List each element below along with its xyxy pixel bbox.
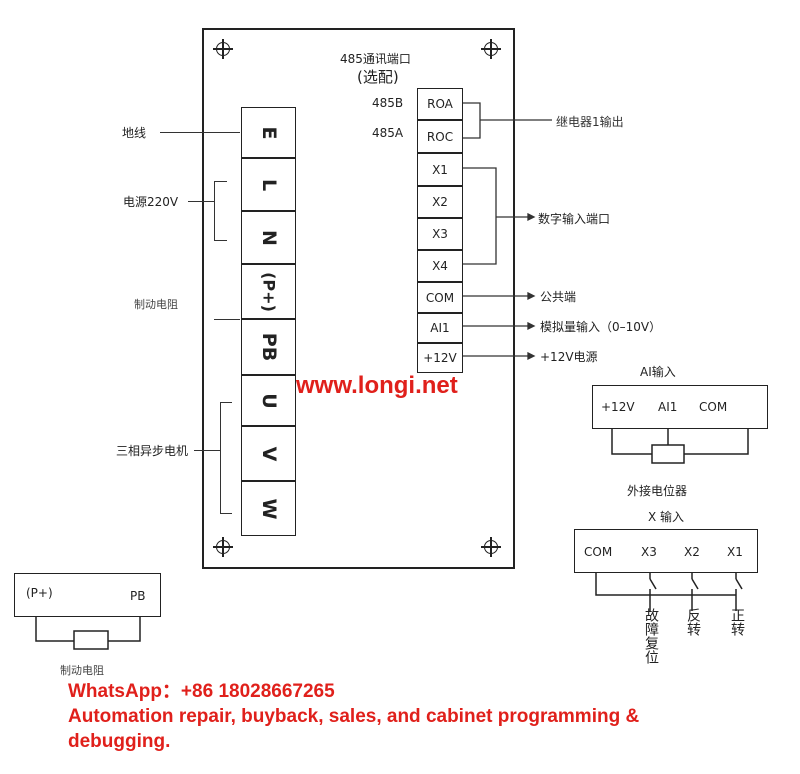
label-analog-input: 模拟量输入（0–10V）	[540, 320, 662, 334]
terminal-V: V	[241, 426, 296, 481]
label-digital-inputs: 数字输入端口	[538, 212, 611, 226]
label-ground: 地线	[122, 126, 147, 140]
leader-line	[194, 450, 220, 451]
ai-input-box	[592, 385, 768, 429]
terminal-AI1: AI1	[417, 313, 463, 343]
terminal-L: L	[241, 158, 296, 211]
label-power: 电源220V	[123, 195, 179, 209]
terminal-P-plus: (P+)	[241, 264, 296, 319]
terminal-COM: COM	[417, 282, 463, 313]
ai-pin-ai1: AI1	[658, 400, 678, 414]
footer-services-cont: debugging.	[68, 731, 171, 752]
terminal-U: U	[241, 375, 296, 426]
x-pin-x1: X1	[727, 545, 743, 559]
terminal-PB: PB	[241, 319, 296, 375]
mounting-hole-icon	[213, 537, 233, 557]
terminal-ROA: ROA	[417, 88, 463, 120]
label-brake: 制动电阻	[134, 298, 178, 311]
brake-pin-pb: PB	[130, 589, 146, 603]
terminal-X3: X3	[417, 218, 463, 250]
leader-line	[214, 319, 240, 320]
bracket-line	[214, 181, 227, 182]
ai-input-title: AI输入	[640, 365, 676, 379]
switch-wiring	[595, 573, 743, 611]
terminal-12V: +12V	[417, 343, 463, 373]
footer-services: Automation repair, buyback, sales, and c…	[68, 706, 640, 727]
bracket-line	[220, 402, 232, 403]
function-reverse: 反转	[685, 608, 701, 636]
bracket-line	[214, 240, 227, 241]
terminal-X1: X1	[417, 153, 463, 186]
terminal-E: E	[241, 107, 296, 158]
leader-line	[160, 132, 240, 133]
brake-resistor-label: 制动电阻	[60, 664, 104, 677]
terminal-X2: X2	[417, 186, 463, 218]
leader-line	[188, 201, 214, 202]
potentiometer-wiring	[611, 429, 749, 464]
x-input-title: X 输入	[648, 510, 685, 524]
footer-whatsapp: WhatsApp：+86 18028667265	[68, 681, 335, 702]
label-485b: 485B	[372, 96, 404, 110]
bracket-line	[214, 181, 215, 241]
function-fault-reset: 故障复位	[643, 608, 659, 664]
watermark-url: www.longi.net	[296, 372, 458, 399]
label-motor: 三相异步电机	[116, 444, 189, 458]
mounting-hole-icon	[213, 39, 233, 59]
drive-board	[202, 28, 515, 569]
function-forward: 正转	[729, 608, 745, 636]
terminal-N: N	[241, 211, 296, 264]
potentiometer-label: 外接电位器	[627, 484, 688, 498]
terminal-ROC: ROC	[417, 120, 463, 153]
mounting-hole-icon	[481, 39, 501, 59]
rs485-subtitle: (选配)	[357, 68, 399, 86]
brake-pin-p-plus: (P+)	[26, 586, 53, 600]
mounting-hole-icon	[481, 537, 501, 557]
brake-box	[14, 573, 161, 617]
label-12v-power: +12V电源	[540, 350, 598, 364]
ai-pin-12v: +12V	[601, 400, 635, 414]
brake-resistor-wiring	[35, 617, 141, 650]
terminal-W: W	[241, 481, 296, 536]
bracket-line	[220, 402, 221, 514]
rs485-title: 485通讯端口	[340, 52, 411, 66]
ai-pin-com: COM	[699, 400, 728, 414]
x-pin-com: COM	[584, 545, 613, 559]
bracket-line	[220, 513, 232, 514]
terminal-X4: X4	[417, 250, 463, 282]
x-pin-x3: X3	[641, 545, 657, 559]
x-input-box	[574, 529, 758, 573]
x-pin-x2: X2	[684, 545, 700, 559]
label-relay: 继电器1输出	[556, 115, 624, 129]
label-485a: 485A	[372, 126, 404, 140]
label-common: 公共端	[540, 290, 577, 304]
